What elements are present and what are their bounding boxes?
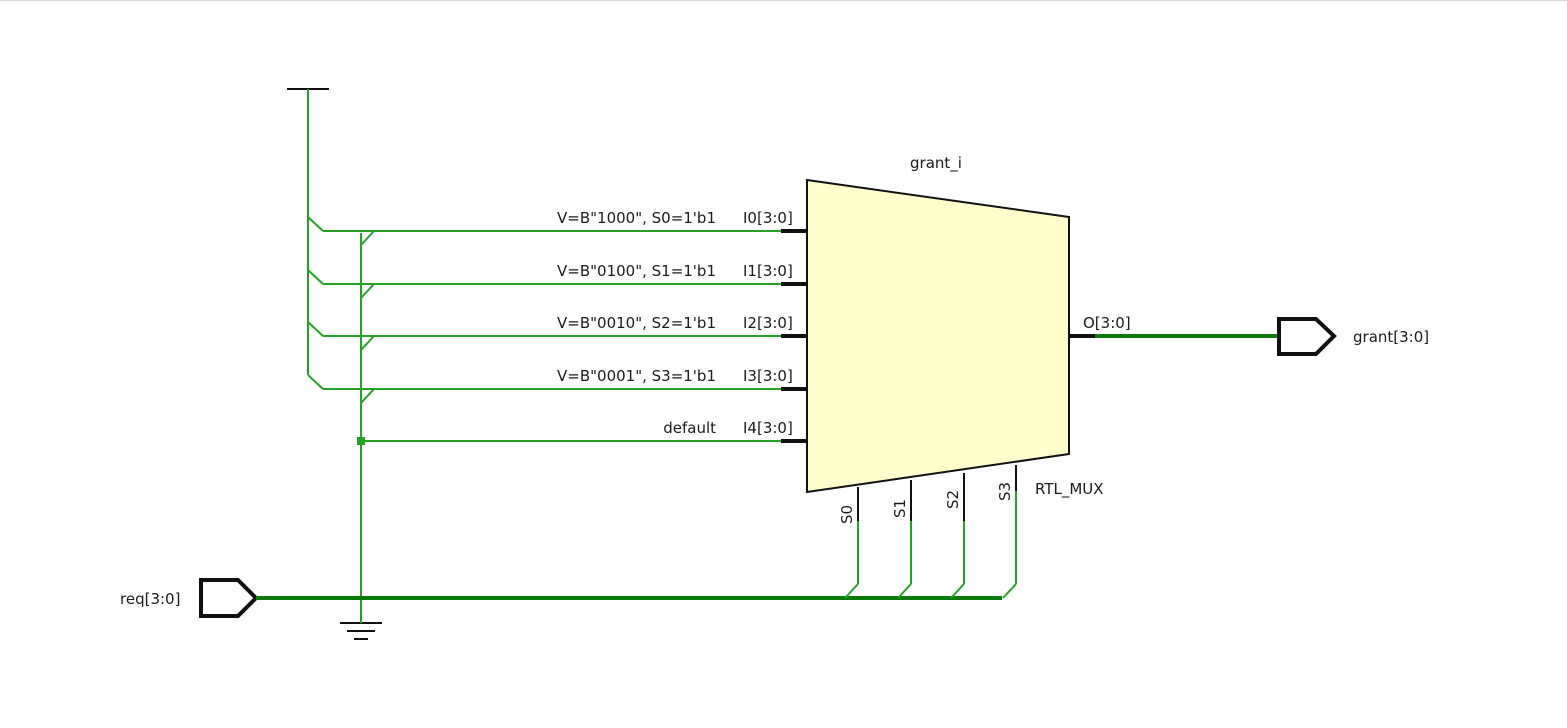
select-pin-label: S1 bbox=[891, 499, 909, 518]
input-wire-i2 bbox=[307, 321, 781, 351]
mux-instance-name: grant_i bbox=[910, 154, 962, 173]
input-wire-i1 bbox=[307, 269, 781, 299]
select-pin-label: S3 bbox=[996, 482, 1014, 501]
ground-symbol bbox=[340, 233, 382, 640]
input-value-label: default bbox=[663, 419, 716, 437]
junction-dot bbox=[357, 437, 365, 445]
select-pin-label: S0 bbox=[838, 505, 856, 524]
input-value-label: V=B"0100", S1=1'b1 bbox=[557, 262, 716, 280]
select-wire-s2 bbox=[950, 473, 965, 599]
input-value-label: V=B"0001", S3=1'b1 bbox=[557, 367, 716, 385]
input-value-label: V=B"0010", S2=1'b1 bbox=[557, 314, 716, 332]
input-pin-label: I4[3:0] bbox=[743, 419, 793, 437]
vcc-symbol bbox=[287, 88, 329, 375]
input-value-label: V=B"1000", S0=1'b1 bbox=[557, 209, 716, 227]
output-pin-label: O[3:0] bbox=[1083, 314, 1131, 332]
output-port-grant[interactable] bbox=[1277, 317, 1337, 356]
input-pin-label: I3[3:0] bbox=[743, 367, 793, 385]
select-wire-s0 bbox=[844, 487, 859, 599]
select-wire-s1 bbox=[897, 480, 912, 599]
output-port-label: grant[3:0] bbox=[1353, 328, 1429, 346]
input-port-req[interactable] bbox=[199, 578, 259, 618]
select-pin-label: S2 bbox=[944, 490, 962, 509]
input-pin-label: I1[3:0] bbox=[743, 262, 793, 280]
select-wire-s3 bbox=[1002, 465, 1017, 599]
select-wires bbox=[844, 465, 1017, 599]
rtl-mux-body[interactable] bbox=[806, 178, 1070, 494]
mux-type-label: RTL_MUX bbox=[1035, 480, 1104, 499]
mux-input-wires bbox=[307, 216, 781, 445]
input-port-label: req[3:0] bbox=[120, 590, 180, 608]
mux-input-pins bbox=[781, 229, 807, 443]
input-pin-label: I2[3:0] bbox=[743, 314, 793, 332]
input-wire-i3 bbox=[307, 374, 781, 404]
input-wire-i0 bbox=[307, 216, 781, 246]
input-wire-i4 bbox=[357, 437, 781, 445]
input-pin-label: I0[3:0] bbox=[743, 209, 793, 227]
